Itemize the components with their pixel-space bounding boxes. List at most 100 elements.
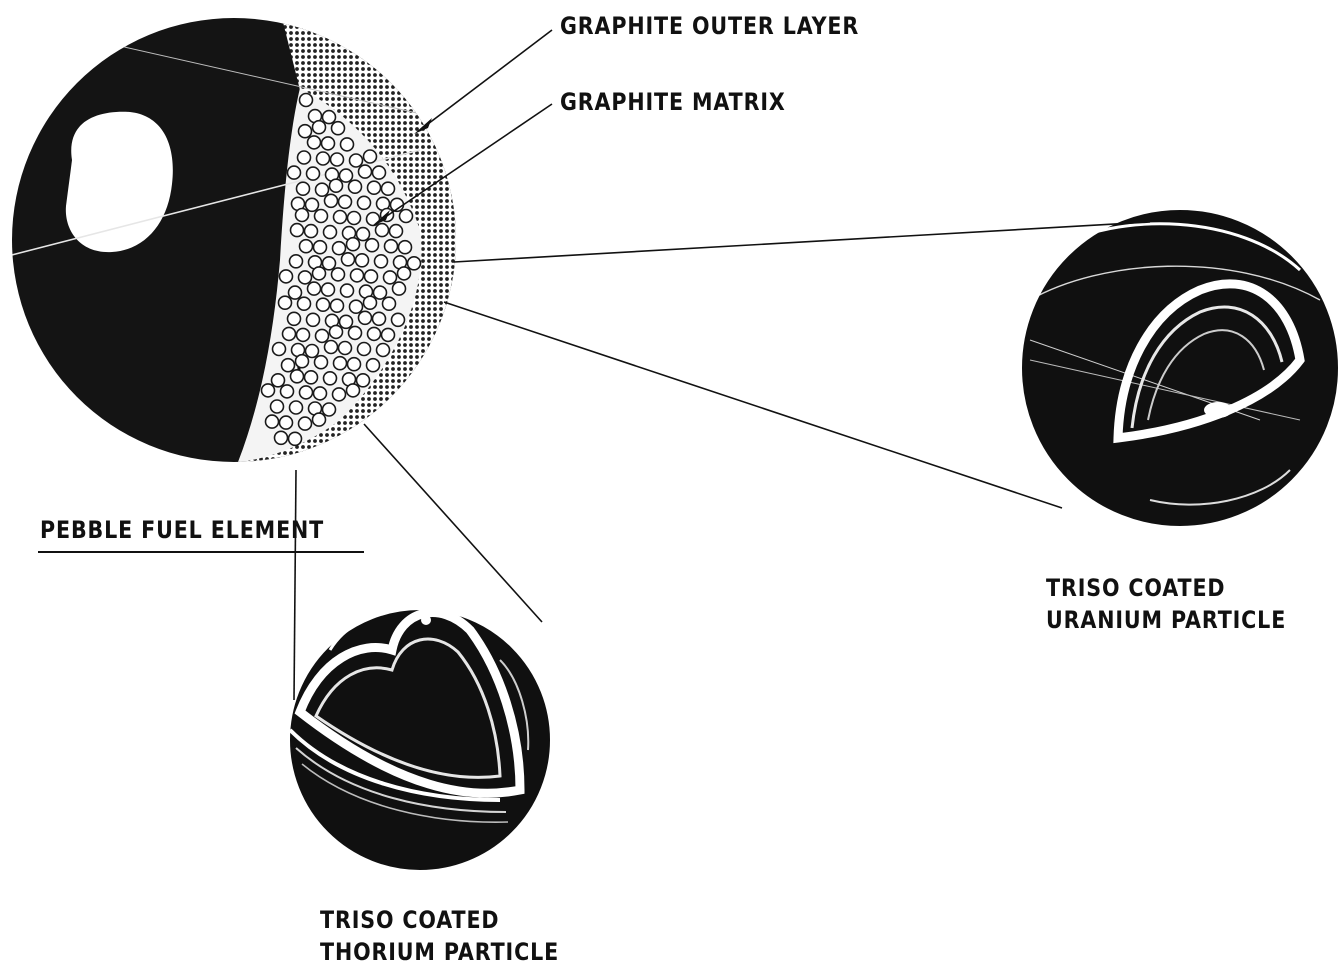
coated-particle-dot <box>316 183 329 196</box>
coated-particle-dot <box>373 312 386 325</box>
coated-particle-dot <box>307 313 320 326</box>
coated-particle-dot <box>330 179 343 192</box>
coated-particle-dot <box>306 198 319 211</box>
coated-particle-dot <box>291 370 304 383</box>
coated-particle-dot <box>323 257 336 270</box>
coated-particle-dot <box>298 151 311 164</box>
coated-particle-dot <box>317 298 330 311</box>
coated-particle-dot <box>350 154 363 167</box>
coated-particle-dot <box>358 196 371 209</box>
coated-particle-dot <box>262 384 275 397</box>
coated-particle-dot <box>408 257 421 270</box>
coated-particle-dot <box>334 357 347 370</box>
pebble-fuel-element-sphere <box>0 18 470 470</box>
coated-particle-dot <box>289 432 302 445</box>
coated-particle-dot <box>282 359 295 372</box>
coated-particle-dot <box>348 212 361 225</box>
uranium-particle-label: TRISO COATED URANIUM PARTICLE <box>1046 572 1286 636</box>
coated-particle-dot <box>368 181 381 194</box>
coated-particle-dot <box>400 210 413 223</box>
coated-particle-dot <box>300 94 313 107</box>
coated-particle-dot <box>333 388 346 401</box>
coated-particle-dot <box>392 313 405 326</box>
uranium-particle-sphere <box>1020 208 1340 528</box>
coated-particle-dot <box>299 417 312 430</box>
coated-particle-dot <box>322 137 335 150</box>
coated-particle-dot <box>323 111 336 124</box>
coated-particle-dot <box>299 125 312 138</box>
coated-particle-dot <box>313 267 326 280</box>
coated-particle-dot <box>315 356 328 369</box>
coated-particle-dot <box>331 299 344 312</box>
coated-particle-dot <box>280 270 293 283</box>
coated-particle-dot <box>341 284 354 297</box>
coated-particle-dot <box>296 209 309 222</box>
uranium-projection-bottom <box>444 302 1062 508</box>
coated-particle-dot <box>398 267 411 280</box>
coated-particle-dot <box>399 241 412 254</box>
coated-particle-dot <box>296 355 309 368</box>
coated-particle-dot <box>384 271 397 284</box>
coated-particle-dot <box>297 328 310 341</box>
coated-particle-dot <box>364 296 377 309</box>
coated-particle-dot <box>316 329 329 342</box>
coated-particle-dot <box>305 225 318 238</box>
coated-particle-dot <box>313 413 326 426</box>
coated-particle-dot <box>358 343 371 356</box>
coated-particle-dot <box>332 268 345 281</box>
coated-particle-dot <box>325 341 338 354</box>
pebble-fuel-element-label: PEBBLE FUEL ELEMENT <box>40 514 324 546</box>
coated-particle-dot <box>366 239 379 252</box>
coated-particle-dot <box>376 224 389 237</box>
coated-particle-dot <box>377 344 390 357</box>
coated-particle-dot <box>290 401 303 414</box>
coated-particle-dot <box>340 169 353 182</box>
coated-particle-dot <box>322 283 335 296</box>
coated-particle-dot <box>340 315 353 328</box>
coated-particle-dot <box>334 211 347 224</box>
coated-particle-dot <box>324 226 337 239</box>
coated-particle-dot <box>272 374 285 387</box>
coated-particle-dot <box>390 225 403 238</box>
coated-particle-dot <box>374 286 387 299</box>
thorium-projection-right <box>364 424 542 622</box>
coated-particle-dot <box>383 297 396 310</box>
coated-particle-dot <box>288 312 301 325</box>
coated-particle-dot <box>288 166 301 179</box>
coated-particle-dot <box>298 297 311 310</box>
coated-particle-dot <box>275 431 288 444</box>
coated-particle-dot <box>266 415 279 428</box>
coated-particle-dot <box>324 372 337 385</box>
thorium-label-line-2: THORIUM PARTICLE <box>320 936 559 968</box>
graphite-outer-layer-label: GRAPHITE OUTER LAYER <box>560 10 859 42</box>
coated-particle-dot <box>308 282 321 295</box>
coated-particle-dot <box>351 269 364 282</box>
coated-particle-dot <box>348 358 361 371</box>
coated-particle-dot <box>283 327 296 340</box>
uranium-label-line-2: URANIUM PARTICLE <box>1046 604 1286 636</box>
coated-particle-dot <box>349 326 362 339</box>
coated-particle-dot <box>339 342 352 355</box>
coated-particle-dot <box>300 386 313 399</box>
coated-particle-dot <box>315 210 328 223</box>
coated-particle-dot <box>382 328 395 341</box>
coated-particle-dot <box>382 182 395 195</box>
coated-particle-dot <box>364 150 377 163</box>
coated-particle-dot <box>313 121 326 134</box>
coated-particle-dot <box>325 194 338 207</box>
coated-particle-dot <box>330 325 343 338</box>
coated-particle-dot <box>365 270 378 283</box>
coated-particle-dot <box>339 195 352 208</box>
uranium-label-line-1: TRISO COATED <box>1046 572 1286 604</box>
coated-particle-dot <box>375 255 388 268</box>
coated-particle-dot <box>373 166 386 179</box>
coated-particle-dot <box>271 400 284 413</box>
coated-particle-dot <box>331 153 344 166</box>
coated-particle-dot <box>305 371 318 384</box>
coated-particle-dot <box>349 180 362 193</box>
coated-particle-dot <box>347 238 360 251</box>
coated-particle-dot <box>306 345 319 358</box>
thorium-label-line-1: TRISO COATED <box>320 904 559 936</box>
coated-particle-dot <box>359 165 372 178</box>
